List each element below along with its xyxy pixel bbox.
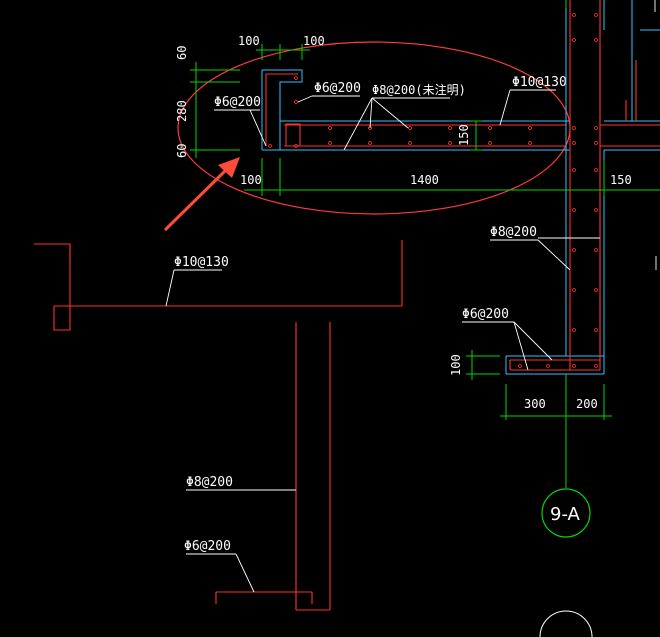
right-wall-rebar xyxy=(509,0,660,371)
dim-top-100: 100 xyxy=(238,34,260,48)
pointer-arrow xyxy=(163,157,240,232)
label-phi6-200-bottom: Φ6@200 xyxy=(184,539,231,554)
dim-inner-150: 150 xyxy=(457,124,471,146)
right-leaders xyxy=(462,237,600,371)
label-phi10-130-mid: Φ10@130 xyxy=(174,255,229,270)
label-phi6-200-right: Φ6@200 xyxy=(462,307,509,322)
highlight-ellipse xyxy=(177,41,571,215)
dim-left-60-bottom: 60 xyxy=(175,144,189,158)
dim-left-60-top: 60 xyxy=(175,46,189,60)
slab-rebar-dots xyxy=(268,76,532,148)
right-wall-outline xyxy=(505,0,660,375)
top-leaders xyxy=(214,89,556,151)
right-wall-dots xyxy=(518,13,598,368)
far-right-fragments xyxy=(654,0,657,270)
label-phi8-200-bottom: Φ8@200 xyxy=(186,475,233,490)
dim-top-100b: 100 xyxy=(303,34,325,48)
dim-bottom-1400: 1400 xyxy=(410,173,439,187)
dim-right-150: 150 xyxy=(610,173,632,187)
label-phi10-130-top: Φ10@130 xyxy=(512,75,567,90)
dim-bot-300: 300 xyxy=(524,397,546,411)
axis-bubble: 9-A xyxy=(541,488,591,538)
slab-outline xyxy=(261,69,570,151)
right-dimensions xyxy=(466,0,660,488)
axis-bubble-label: 9-A xyxy=(550,504,581,525)
slab-rebar xyxy=(265,73,566,147)
label-phi8-200-unnoted: Φ8@200(未注明) xyxy=(372,82,466,97)
partial-axis-bubble xyxy=(539,610,593,637)
dim-left-100: 100 xyxy=(449,354,463,376)
dim-left-280: 280 xyxy=(175,100,189,122)
middle-leaders xyxy=(165,269,296,593)
label-phi6-200-hook: Φ6@200 xyxy=(314,81,361,96)
dim-bot-200: 200 xyxy=(576,397,598,411)
label-phi8-200-right: Φ8@200 xyxy=(490,225,537,240)
middle-section-rebar xyxy=(34,240,403,611)
top-dimensions xyxy=(190,44,570,196)
label-phi6-200-left: Φ6@200 xyxy=(214,95,261,110)
dim-bottom-100: 100 xyxy=(240,173,262,187)
